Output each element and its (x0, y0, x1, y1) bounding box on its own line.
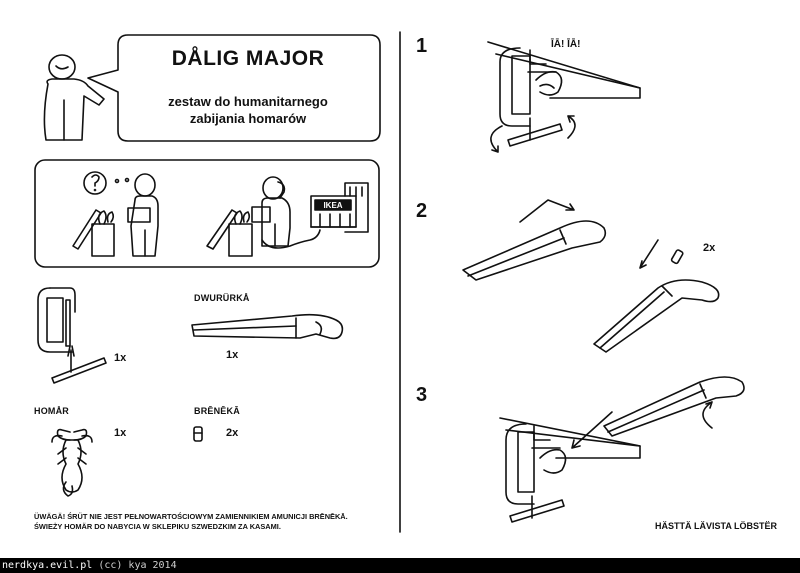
shell-icon (193, 426, 203, 442)
ikea-sign: IKEA (323, 201, 342, 210)
ikea-man-pointing-icon (43, 54, 105, 141)
lobster-label: HOMÅR (34, 406, 69, 416)
ikea-sign-text: IKEA (323, 201, 342, 210)
lobster-icon (51, 428, 93, 497)
step-number-1: 1 (416, 35, 428, 57)
confused-man-icon (72, 171, 159, 257)
step1-illustration (487, 41, 641, 153)
footer-credit: (cc) kya 2014 (92, 560, 177, 571)
step3-illustration (499, 376, 745, 523)
speech-bubble (87, 34, 381, 142)
clamp-icon (37, 287, 107, 384)
footer-site-link[interactable]: nerdkya.evil.pl (2, 560, 93, 571)
step-number-2: 2 (416, 200, 428, 222)
footer-text: nerdkya.evil.pl (cc) kya 2014 (2, 559, 177, 572)
shotgun-icon (191, 313, 344, 340)
ikea-store-icon (310, 182, 369, 233)
man-on-phone-icon (206, 176, 321, 257)
illustrations (34, 31, 745, 533)
product-subtitle: zestaw do humanitarnego zabijania homaró… (168, 94, 328, 126)
step1-exclamation: ĪĀ! ĪĀ! (551, 39, 581, 50)
shell-qty: 2x (226, 427, 239, 439)
product-title: DÅLIG MAJOR (171, 47, 325, 70)
final-caption: HÄSTTÄ LÄVISTA LÖBSTËR (655, 521, 777, 531)
step-number-3: 3 (416, 384, 428, 406)
shell-label: BRĒNĒKĀ (194, 406, 240, 416)
title-bubble: DÅLIG MAJOR zestaw do humanitarnego zabi… (118, 35, 378, 141)
step2-illustration (462, 199, 720, 353)
footer-bar: nerdkya.evil.pl (cc) kya 2014 (0, 558, 800, 573)
warning-text: ÜWÄGÄ! ŚRÜT NIE JEST PEŁNOWARTOŚCIOWYM Z… (34, 512, 348, 531)
lobster-qty: 1x (114, 427, 127, 439)
shotgun-label: DWURÜRKÅ (194, 293, 250, 303)
step2-quantity: 2x (703, 242, 716, 254)
shotgun-qty: 1x (226, 349, 239, 361)
clamp-qty: 1x (114, 352, 127, 364)
instruction-sheet: DÅLIG MAJOR zestaw do humanitarnego zabi… (34, 31, 777, 533)
shopping-scene-frame (34, 159, 380, 268)
